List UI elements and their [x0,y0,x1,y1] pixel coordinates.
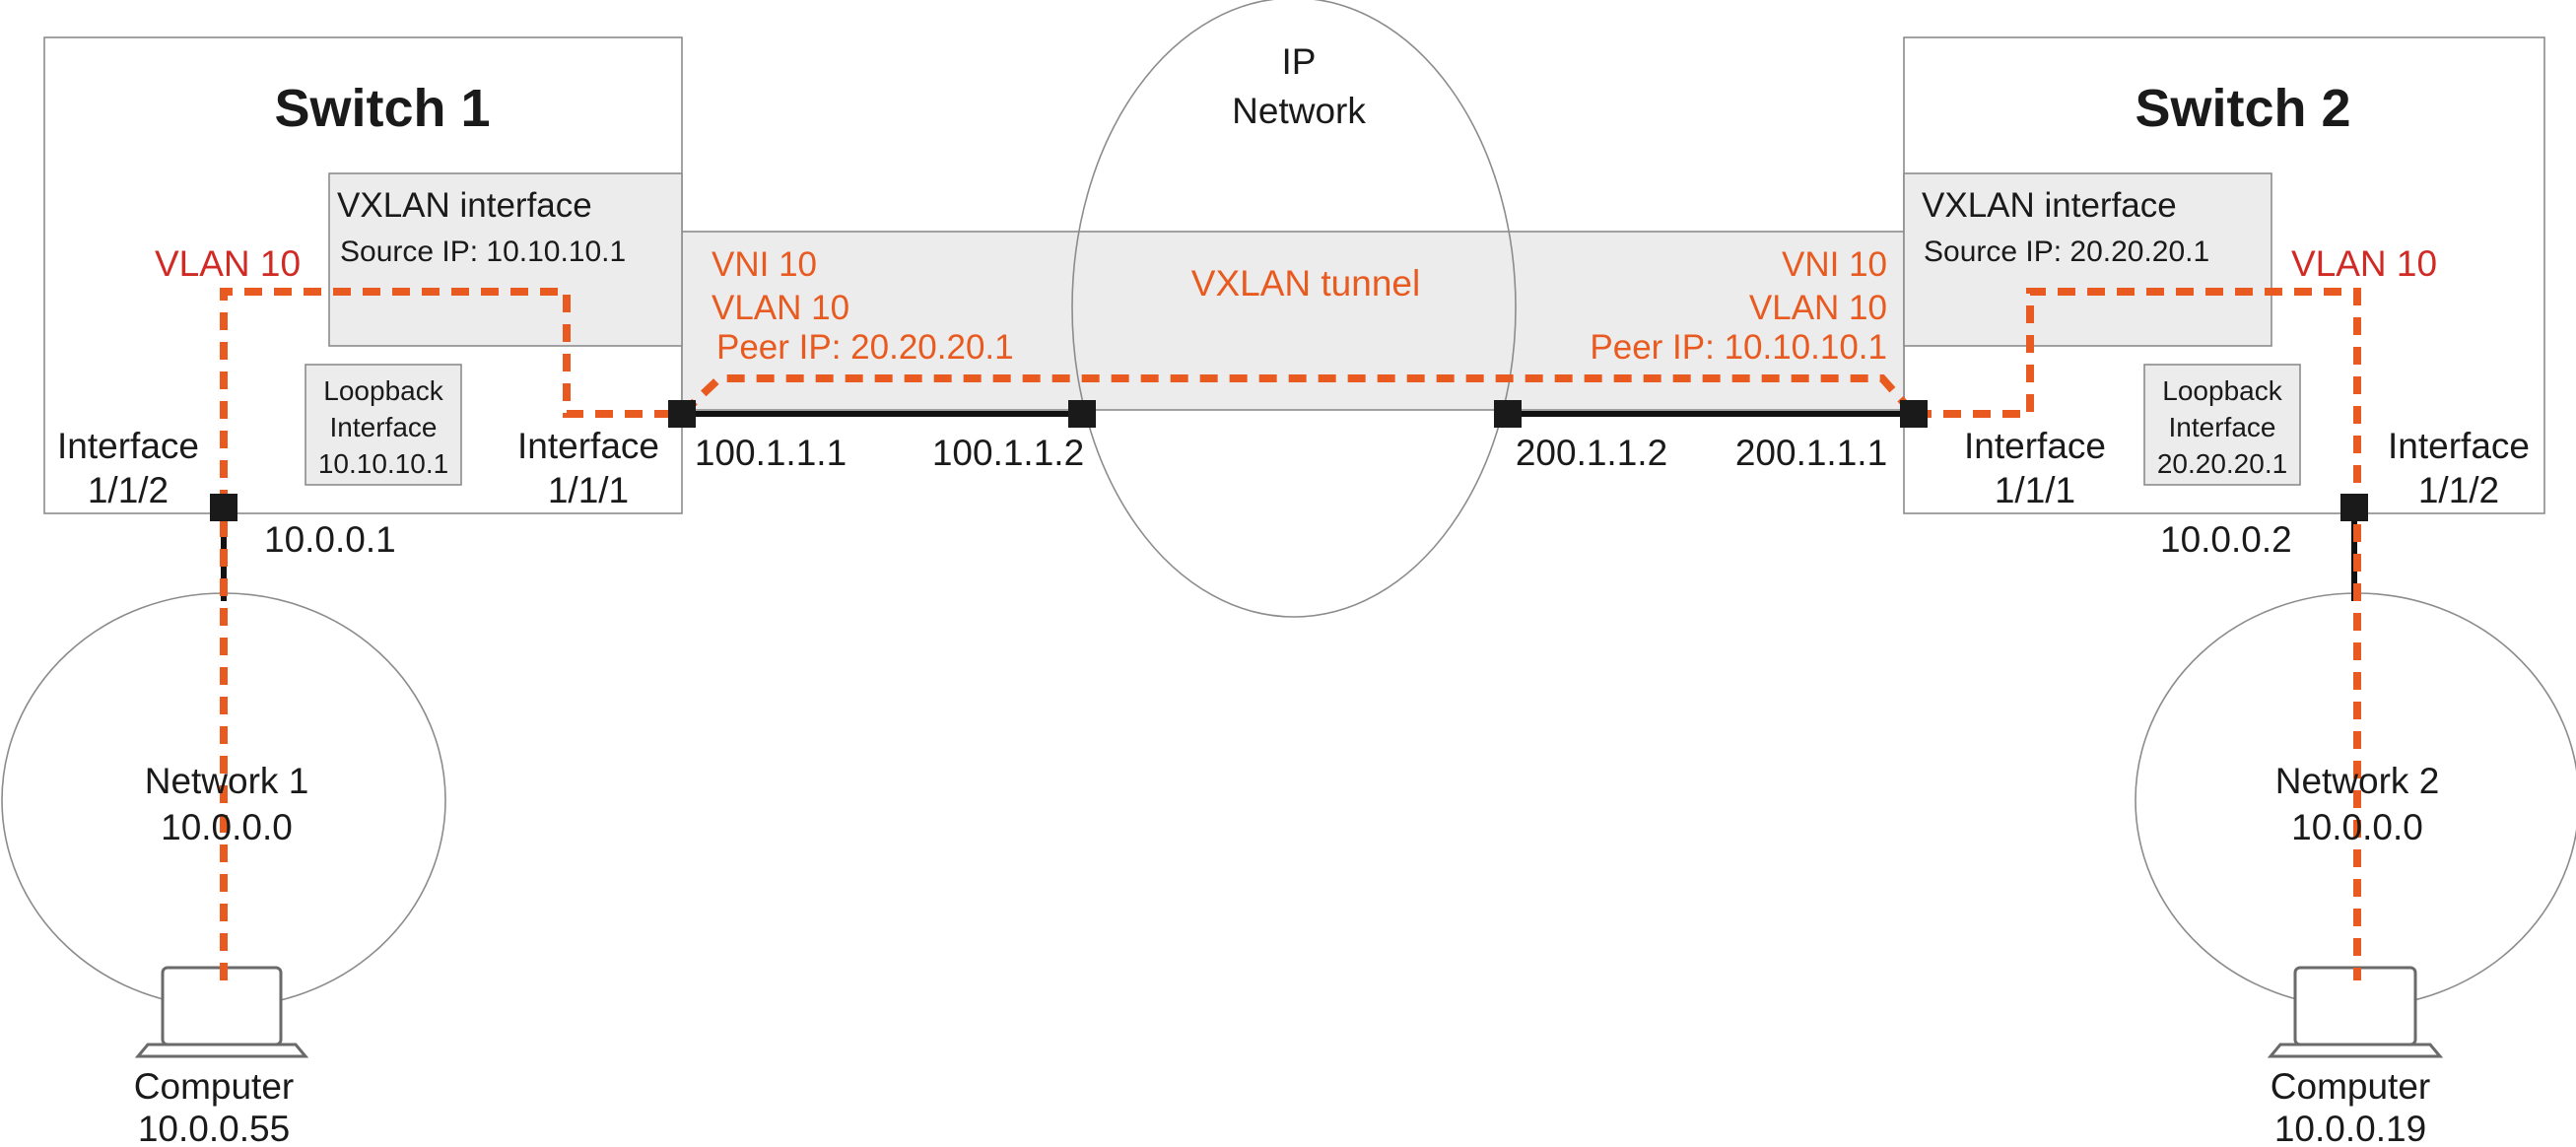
switch2-vxlan-interface-box [1903,172,2272,347]
switch1-iface-1-1-1-line1: Interface [517,426,659,466]
computer1-ip: 10.0.0.55 [138,1109,290,1147]
switch2-iface-1-1-2-line2: 1/1/2 [2418,470,2499,510]
router-port-200-1-1-2-node [1494,400,1522,428]
network2-address: 10.0.0.0 [2291,807,2423,847]
switch1-loopback-box [305,364,462,486]
switch1-iface-1-1-2-line1: Interface [57,426,199,466]
computer2-laptop-icon [2267,966,2444,1058]
link-ip-200-1-1-1: 200.1.1.1 [1735,433,1887,473]
switch2-loopback-line1: Loopback [2162,375,2282,406]
switch1-source-ip: Source IP: 10.10.10.1 [340,236,626,268]
ip-network-ellipse [1071,0,1517,618]
link-ip-200-1-1-2: 200.1.1.2 [1516,433,1667,473]
tunnel-right-peer-ip: Peer IP: 10.10.10.1 [1590,328,1887,367]
vlan10-path-switch2 [1914,288,2361,980]
computer2-ip: 10.0.0.19 [2274,1109,2426,1147]
computer1-laptop-icon [134,966,309,1058]
switch1-loopback-line2: Interface [330,412,438,442]
ip-network-line2: Network [1232,91,1366,131]
tunnel-left-vni: VNI 10 [712,245,817,284]
switch1-title: Switch 1 [274,79,490,138]
switch1-iface-1-1-2-line2: 1/1/2 [88,470,169,510]
switch2-iface-1-1-1-line1: Interface [1964,426,2106,466]
switch1-vxlan-title: VXLAN interface [337,186,592,225]
switch2-loopback-line2: Interface [2169,412,2276,442]
computer2-name: Computer [2271,1066,2430,1107]
tunnel-left-peer-ip: Peer IP: 20.20.20.1 [716,328,1014,367]
tunnel-right-vni: VNI 10 [1782,245,1887,284]
switch1-port-1-1-2-node [210,494,237,521]
switch2-loopback-line3: 20.20.20.1 [2157,448,2287,479]
network1-name: Network 1 [145,761,309,801]
computer1-name: Computer [134,1066,294,1107]
switch1-iface-1-1-1-line2: 1/1/1 [548,470,629,510]
switch1-vxlan-interface-box [328,172,683,347]
vxlan-tunnel-path [679,374,1917,417]
switch1-loopback-line3: 10.10.10.1 [318,448,448,479]
switch2-port-1-1-2-node [2340,494,2368,521]
switch2-vxlan-title: VXLAN interface [1922,186,2177,225]
switch1-port-1-1-1-node [668,400,696,428]
switch2-vlan-label: VLAN 10 [2291,243,2437,284]
ip-network-line1: IP [1282,41,1317,82]
vxlan-tunnel-label: VXLAN tunnel [1191,263,1420,304]
switch1-host-ip: 10.0.0.1 [264,519,396,560]
switch1-loopback-line1: Loopback [323,375,443,406]
switch2-loopback-box [2143,364,2301,486]
network1-address: 10.0.0.0 [161,807,293,847]
switch2-host-ip: 10.0.0.2 [2160,519,2292,560]
link-ip-100-1-1-1: 100.1.1.1 [695,433,847,473]
switch2-iface-1-1-2-line1: Interface [2388,426,2530,466]
switch2-source-ip: Source IP: 20.20.20.1 [1924,236,2209,268]
switch1-vlan-label: VLAN 10 [155,243,301,284]
switch2-title: Switch 2 [2135,79,2350,138]
tunnel-left-vlan: VLAN 10 [712,289,849,327]
switch2-port-1-1-1-node [1900,400,1928,428]
vxlan-tunnel-band [681,231,1905,411]
router-port-100-1-1-2-node [1068,400,1096,428]
switch2-iface-1-1-1-line2: 1/1/1 [1995,470,2075,510]
network2-name: Network 2 [2275,761,2440,801]
link-ip-100-1-1-2: 100.1.1.2 [932,433,1084,473]
tunnel-right-vlan: VLAN 10 [1749,289,1887,327]
